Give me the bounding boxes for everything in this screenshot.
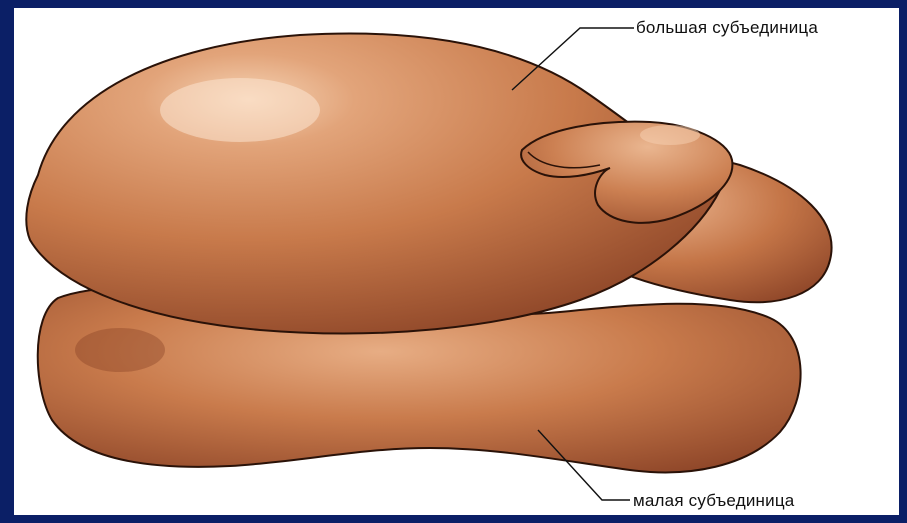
small-subunit-shadow xyxy=(75,328,165,372)
stalk-highlight xyxy=(640,125,700,145)
large-subunit-label: большая субъединица xyxy=(636,18,818,38)
large-subunit-highlight xyxy=(160,78,320,142)
small-subunit-label: малая субъединица xyxy=(633,491,794,511)
